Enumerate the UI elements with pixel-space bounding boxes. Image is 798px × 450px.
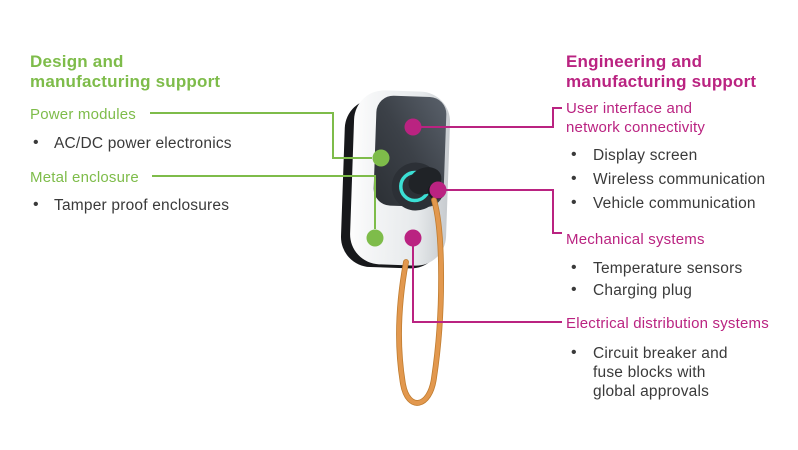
callout-dot-electrical-distribution — [404, 229, 422, 247]
bullet-charging-plug: Charging plug — [566, 280, 798, 300]
bullet-circuit-breaker: Circuit breaker and fuse blocks with glo… — [566, 343, 798, 401]
callout-dot-user-interface — [404, 118, 422, 136]
bullet-vehicle-communication: Vehicle communication — [566, 193, 798, 213]
bullet-ac-dc-power-electronics: AC/DC power electronics — [30, 133, 314, 153]
charging-cable — [396, 197, 445, 406]
callout-line-electrical-distribution — [412, 238, 562, 323]
callout-dot-power-modules — [372, 149, 390, 167]
bullet-temperature-sensors: Temperature sensors — [566, 258, 798, 278]
callout-dot-mechanical-systems — [429, 181, 447, 199]
callout-line-metal-enclosure — [152, 175, 376, 229]
callout-line-user-interface — [413, 107, 562, 128]
callout-line-power-modules — [150, 112, 372, 159]
cable-core — [396, 197, 444, 405]
label-electrical-distribution-systems: Electrical distribution systems — [566, 315, 769, 332]
label-metal-enclosure: Metal enclosure — [30, 169, 139, 186]
right-heading: Engineering and manufacturing support — [566, 52, 757, 91]
left-heading: Design and manufacturing support — [30, 52, 221, 91]
label-mechanical-systems: Mechanical systems — [566, 231, 705, 248]
bullet-wireless-communication: Wireless communication — [566, 169, 798, 189]
label-user-interface: User interface and network connectivity — [566, 100, 706, 136]
ev-wall-charger — [340, 90, 451, 269]
callout-line-mechanical-systems — [438, 189, 562, 234]
bullet-tamper-proof-enclosures: Tamper proof enclosures — [30, 195, 314, 215]
bullet-display-screen: Display screen — [566, 145, 798, 165]
callout-dot-metal-enclosure — [366, 229, 384, 247]
label-power-modules: Power modules — [30, 106, 136, 123]
